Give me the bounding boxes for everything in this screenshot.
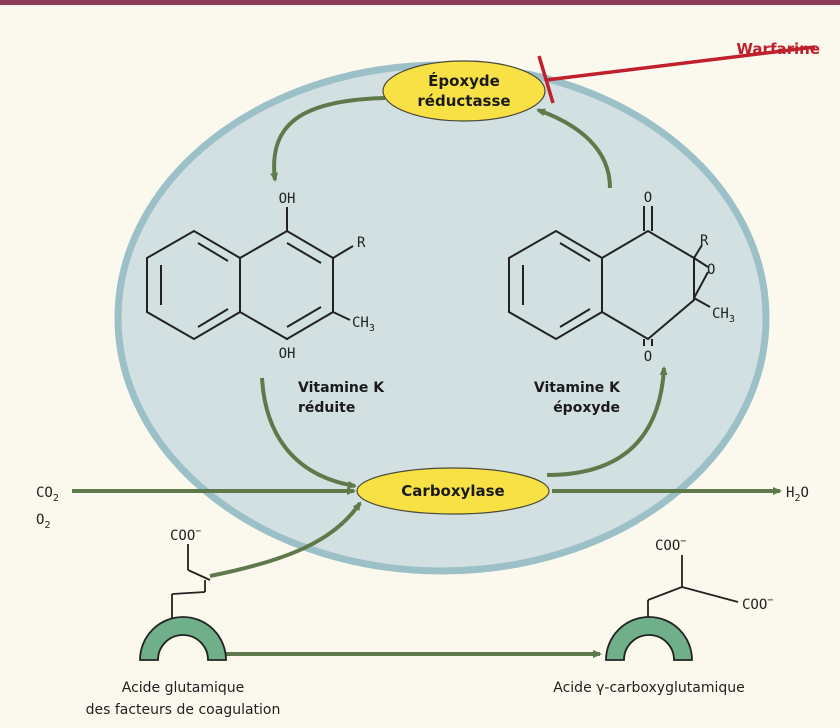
carboxylase-enzyme — [356, 467, 550, 515]
reduced-vitk-name-line1: Vitamine K — [298, 380, 385, 396]
glutamate-side-chain — [171, 544, 211, 622]
epoxide-vitk-name-line2: époxyde — [553, 400, 620, 416]
arrow-carboxylase-to-epoxide — [546, 366, 668, 477]
glutamate-coo: COO− — [170, 526, 201, 544]
reduced-methyl: CH3 — [352, 315, 375, 334]
o2-label: O2 — [36, 512, 50, 531]
warfarin-inhibition-line — [545, 45, 816, 82]
carboxylase-label: Carboxylase — [401, 482, 504, 500]
epoxide-reductase-label-line2: réductasse — [417, 92, 510, 110]
warfarin-label: Warfarine — [736, 40, 820, 58]
reduced-r-group: R — [357, 235, 366, 251]
glutamate-caption-line2: des facteurs de coagulation — [86, 702, 281, 718]
glutamate-caption-line1: Acide glutamique — [122, 680, 245, 696]
epoxide-methyl: CH3 — [712, 306, 735, 325]
arrow-reduced-to-carboxylase — [260, 377, 357, 489]
reduced-oh-top: OH — [279, 191, 296, 207]
reduced-oh-bottom: OH — [279, 346, 296, 362]
arrow-epoxide-to-reductase — [536, 108, 612, 189]
co2-label: CO2 — [36, 485, 59, 504]
epoxide-vitamin-k-structure — [508, 206, 711, 346]
top-bar — [0, 0, 840, 5]
clotting-factor-protein-shape — [139, 616, 227, 661]
gla-coo-top: COO− — [655, 536, 686, 554]
epoxide-reductase-label-line1: Époxyde — [428, 71, 500, 90]
h2o-label: H2O — [786, 485, 809, 504]
epoxide-r-group: R — [700, 233, 709, 249]
gla-coo-right: COO− — [742, 595, 773, 613]
arrow-glutamate-to-carboxylase — [209, 501, 362, 578]
reduced-vitk-name-line2: réduite — [298, 400, 355, 416]
epoxide-o-bottom: O — [644, 349, 652, 365]
epoxide-o-top: O — [644, 190, 652, 206]
gla-caption: Acide γ-carboxyglutamique — [553, 680, 744, 696]
reduced-vitamin-k-structure — [146, 207, 354, 341]
arrow-reductase-to-reduced — [270, 96, 386, 182]
gla-side-chain — [647, 555, 739, 628]
epoxide-ring-oxygen: O — [707, 262, 715, 278]
warfarin-inhibition-bar — [537, 55, 555, 104]
epoxide-vitk-name-line1: Vitamine K — [534, 380, 621, 396]
gla-protein-shape — [605, 616, 693, 661]
epoxide-reductase-enzyme — [382, 60, 546, 122]
